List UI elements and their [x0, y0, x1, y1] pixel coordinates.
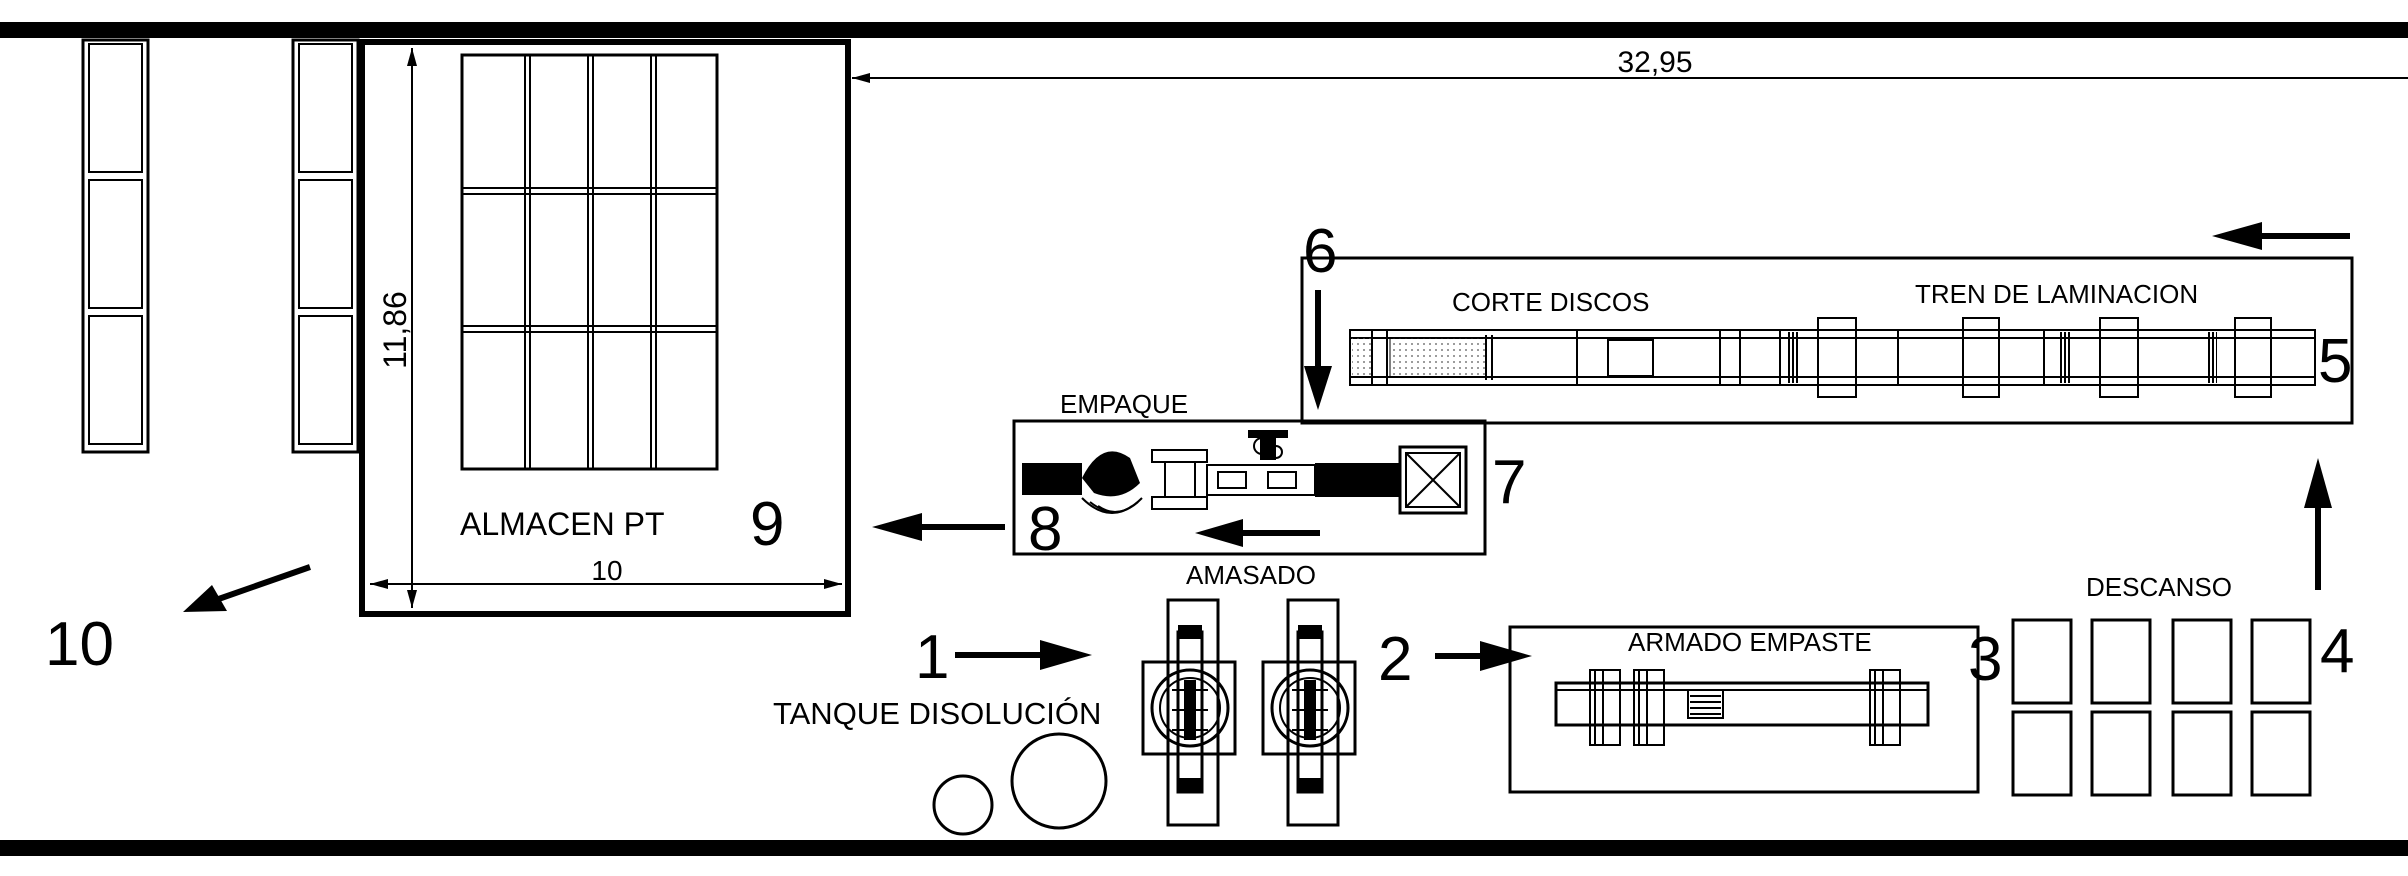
- empaque-label: EMPAQUE: [1060, 389, 1188, 419]
- flow-arrow-2-to-3: [1435, 641, 1532, 671]
- corte-label: CORTE DISCOS: [1452, 287, 1649, 317]
- dimension-width: 10: [591, 555, 622, 586]
- lamination-train-machinery: [1349, 317, 2316, 398]
- flow-arrow-6-to-7: [1304, 290, 1332, 410]
- step-7: 7: [1492, 448, 1526, 517]
- almacen-label: ALMACEN PT: [460, 506, 664, 542]
- tank-small: [932, 774, 994, 836]
- flow-arrow-1-to-2: [955, 640, 1092, 670]
- flow-arrow-to-9: [872, 513, 1005, 541]
- tren-label: TREN DE LAMINACION: [1915, 279, 2198, 309]
- step-3: 3: [1968, 625, 2002, 694]
- step-2: 2: [1378, 625, 1412, 694]
- flow-arrow-4-to-5: [2304, 458, 2332, 590]
- armado-label: ARMADO EMPASTE: [1628, 627, 1872, 657]
- mixer-1: [1141, 598, 1237, 827]
- descanso-label: DESCANSO: [2086, 572, 2232, 602]
- almacen-storage-grid: [460, 53, 719, 471]
- step-8: 8: [1028, 495, 1062, 564]
- dimension-height: 11,86: [377, 291, 413, 369]
- step-10: 10: [45, 610, 114, 679]
- tank-large: [1010, 732, 1108, 830]
- flow-arrow-5-to-6: [2212, 222, 2350, 250]
- step-1: 1: [915, 623, 949, 692]
- empaque-area: [1012, 419, 1487, 556]
- left-rack-a: [81, 38, 150, 454]
- armado-machinery: [1554, 669, 1930, 746]
- tanque-label: TANQUE DISOLUCIÓN: [773, 696, 1101, 731]
- step-5: 5: [2318, 327, 2352, 396]
- dimension-length: 32,95: [1617, 46, 1692, 79]
- mixer-2: [1261, 598, 1357, 827]
- empaque-line-machinery: [1022, 430, 1468, 515]
- empaque-flow-arrow: [1195, 519, 1320, 547]
- dimension-height-line: [407, 48, 417, 608]
- dimension-length-line: [852, 73, 2408, 83]
- laminacion-area: [1300, 256, 2354, 425]
- step-9: 9: [750, 490, 784, 559]
- armado-area: [1508, 625, 1980, 794]
- step-4: 4: [2320, 617, 2354, 686]
- top-wall: [0, 22, 2408, 38]
- descanso-racks: [2011, 618, 2312, 797]
- flow-arrow-to-10: [183, 564, 311, 612]
- step-6: 6: [1303, 217, 1337, 286]
- bottom-wall: [0, 840, 2408, 856]
- almacen-area: [359, 39, 851, 617]
- amasado-label: AMASADO: [1186, 560, 1316, 590]
- left-rack-b: [291, 38, 360, 454]
- dimension-width-line: [370, 579, 842, 589]
